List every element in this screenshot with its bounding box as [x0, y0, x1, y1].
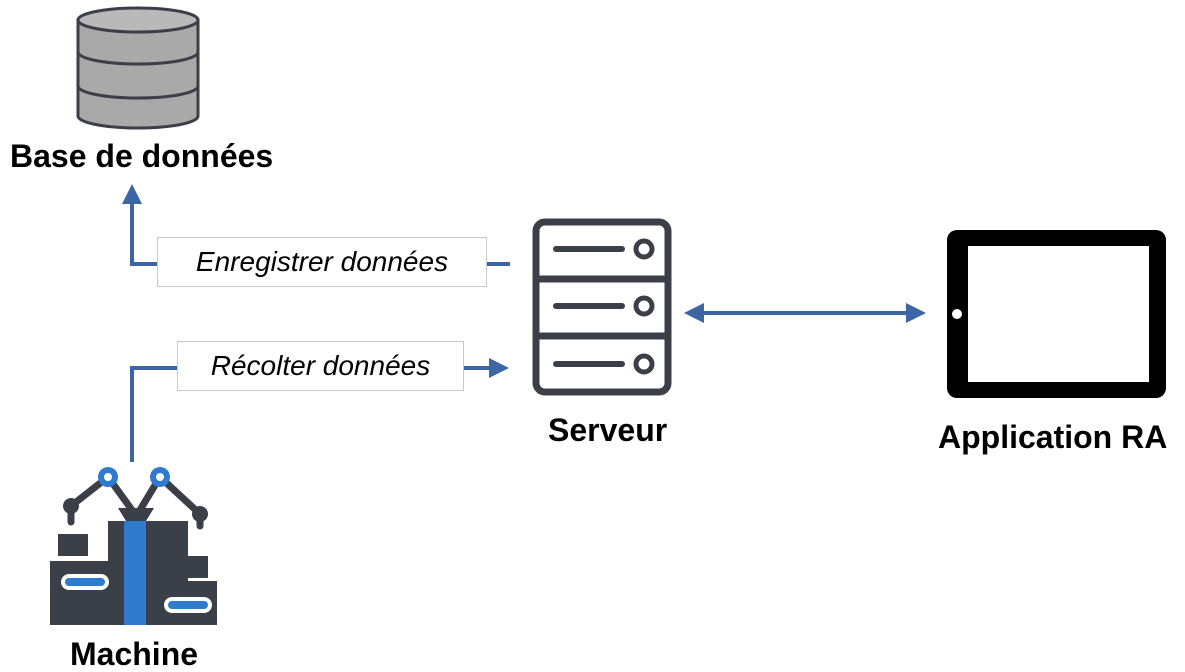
tablet-icon: [947, 230, 1166, 398]
server-icon: [532, 218, 672, 396]
tablet-label: Application RA: [938, 419, 1168, 455]
edge-label-save: Enregistrer données: [157, 237, 487, 287]
edge-label-collect: Récolter données: [177, 341, 464, 391]
server-label: Serveur: [548, 412, 668, 448]
connector-save: [122, 184, 510, 266]
robot-machine-icon: [50, 467, 217, 625]
database-icon: [76, 6, 200, 130]
database-label: Base de données: [10, 138, 274, 174]
connector-collect: [130, 358, 509, 462]
machine-label: Machine: [70, 636, 199, 672]
